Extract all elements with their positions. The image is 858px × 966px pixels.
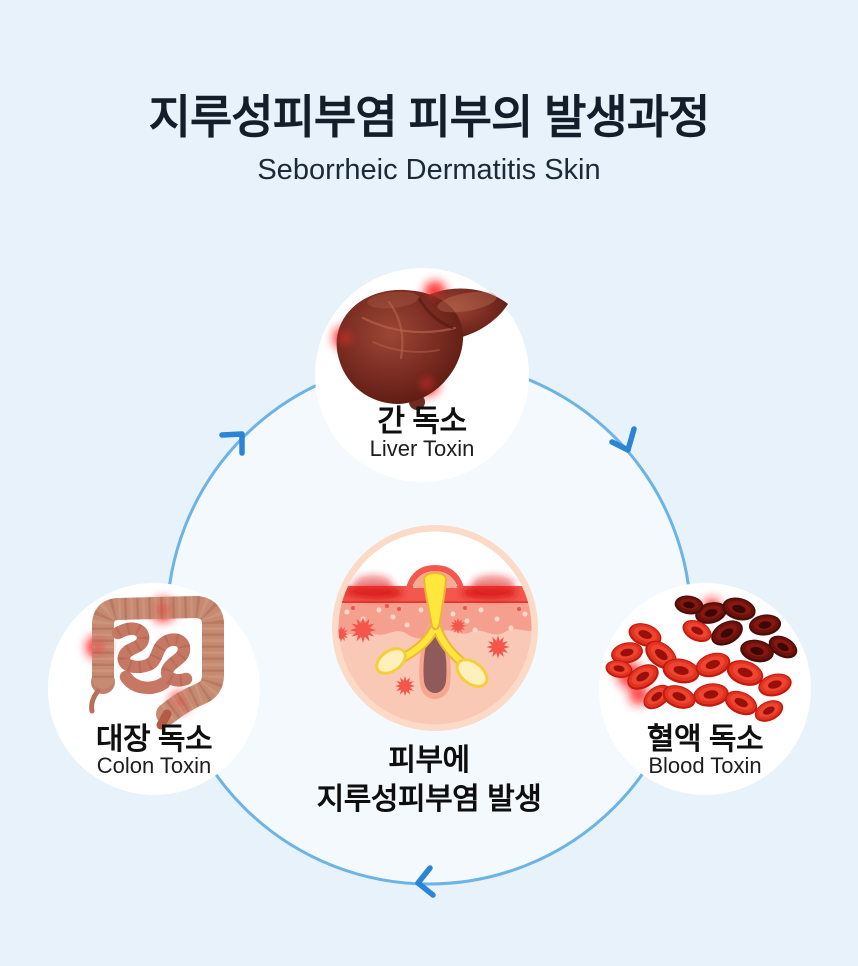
colon-icon [86,595,224,730]
node-blood: 혈액 독소 Blood Toxin [599,583,811,795]
cycle-arrow-upright-icon [219,431,245,456]
node-liver: 간 독소 Liver Toxin [315,268,529,482]
center-caption-line1: 피부에 [388,744,470,777]
blood-cells-icon [604,593,802,727]
page-subtitle: Seborrheic Dermatitis Skin [257,153,601,186]
liver-label-en: Liver Toxin [369,436,475,461]
colon-label-en: Colon Toxin [96,753,212,778]
node-colon: 대장 독소 Colon Toxin [48,583,260,795]
liver-label-ko: 간 독소 [377,405,467,438]
cycle-arrow-downright-icon [609,426,637,453]
inflamed-skin-icon [332,525,538,731]
center-caption: 피부에 지루성피부염 발생 [179,741,679,819]
blood-label-ko: 혈액 독소 [646,723,764,756]
liver-icon [333,281,508,410]
cycle-arrow-left-icon [415,865,436,898]
header: 지루성피부염 피부의 발생과정 Seborrheic Dermatitis Sk… [0,92,858,187]
page-title: 지루성피부염 피부의 발생과정 [148,91,711,143]
colon-label-ko: 대장 독소 [95,723,213,756]
blood-label-en: Blood Toxin [648,753,762,778]
center-skin-node [329,522,541,734]
center-caption-line2: 지루성피부염 발생 [316,783,542,816]
